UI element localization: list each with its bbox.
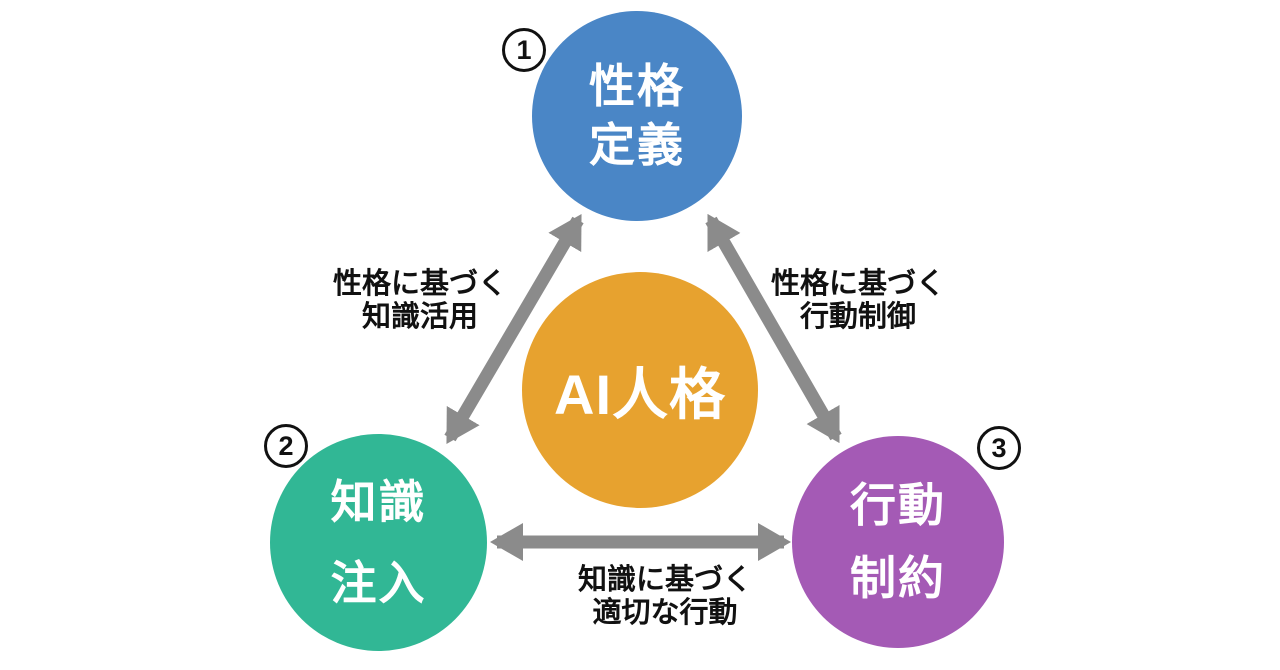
node-ai-persona-label: AI人格 [554, 362, 726, 426]
node-personality-definition: 性格 定義 [532, 11, 742, 221]
node-personality-definition-label: 性格 定義 [589, 60, 685, 171]
node-knowledge-injection-label: 知識 注入 [330, 476, 427, 609]
node-knowledge-injection: 知識 注入 [270, 434, 487, 651]
edge-personality-to-behavior-arrow [705, 213, 842, 444]
step-1-badge: 1 [502, 28, 546, 72]
node-behavior-constraint-label: 行動 制約 [850, 479, 946, 604]
edge-label-personality-behavior: 性格に基づく 行動制御 [770, 268, 945, 334]
step-2-badge: 2 [264, 424, 308, 468]
step-3-badge: 3 [977, 426, 1021, 470]
edge-label-knowledge-behavior: 知識に基づく 適切な行動 [577, 564, 752, 630]
node-behavior-constraint: 行動 制約 [792, 436, 1004, 648]
edge-label-personality-knowledge: 性格に基づく 知識活用 [332, 268, 507, 334]
edge-personality-to-knowledge-arrow [444, 213, 584, 445]
node-ai-persona: AI人格 [522, 272, 758, 508]
